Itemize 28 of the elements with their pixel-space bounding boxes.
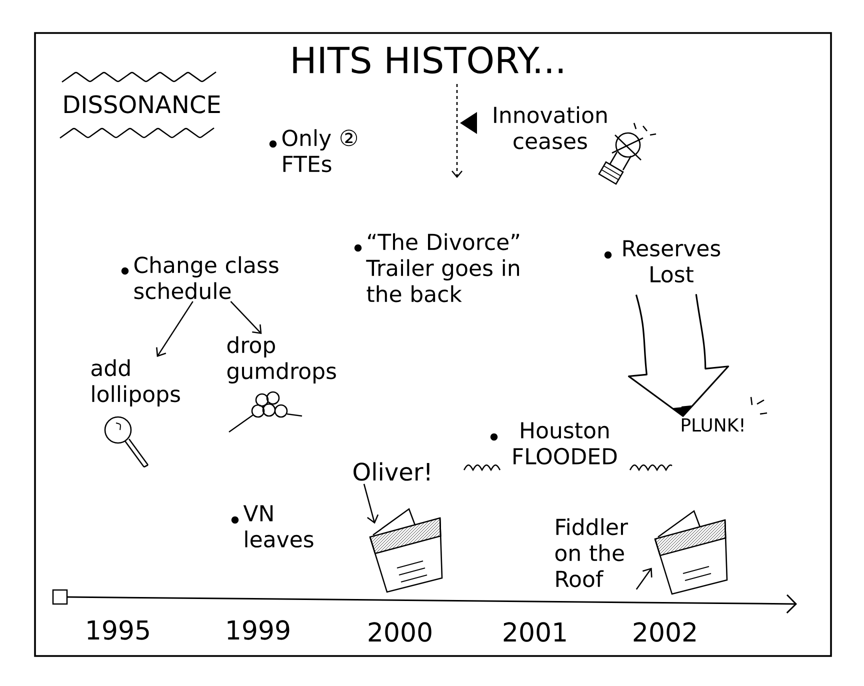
arrow xyxy=(230,300,262,334)
show-title: Oliver! xyxy=(354,462,430,481)
sound-word: PLUNK! xyxy=(682,418,744,432)
note-text: VN leaves xyxy=(243,505,314,548)
note-text: Only ② FTEs xyxy=(282,129,358,172)
year-label: 2000 xyxy=(368,622,432,642)
note-text: Innovation ceases xyxy=(494,106,607,150)
note-text: add lollipops xyxy=(92,359,180,406)
title: HITS HISTORY... xyxy=(293,46,562,74)
arrow xyxy=(363,484,379,524)
script-picture xyxy=(658,510,701,538)
block-arrow xyxy=(628,294,730,417)
arrow xyxy=(636,568,652,590)
note-text: Reserves Lost xyxy=(623,240,720,283)
show-title: Fiddler on the Roof xyxy=(555,518,628,588)
year-label: 1995 xyxy=(88,620,149,640)
script-picture xyxy=(372,508,416,536)
heading-text: DISSONANCE xyxy=(64,95,220,114)
note-text: “The Divorce” Trailer goes in the back xyxy=(366,233,520,302)
note-text: Houston FLOODED xyxy=(514,422,617,465)
note-text: Change class schedule xyxy=(134,256,278,300)
year-label: 2001 xyxy=(504,622,566,642)
note-text: drop gumdrops xyxy=(227,336,336,384)
year-label: 2002 xyxy=(634,622,696,642)
arrow xyxy=(156,301,194,357)
script-picture xyxy=(369,517,443,593)
script-picture xyxy=(654,519,728,595)
year-label: 1999 xyxy=(228,620,290,640)
